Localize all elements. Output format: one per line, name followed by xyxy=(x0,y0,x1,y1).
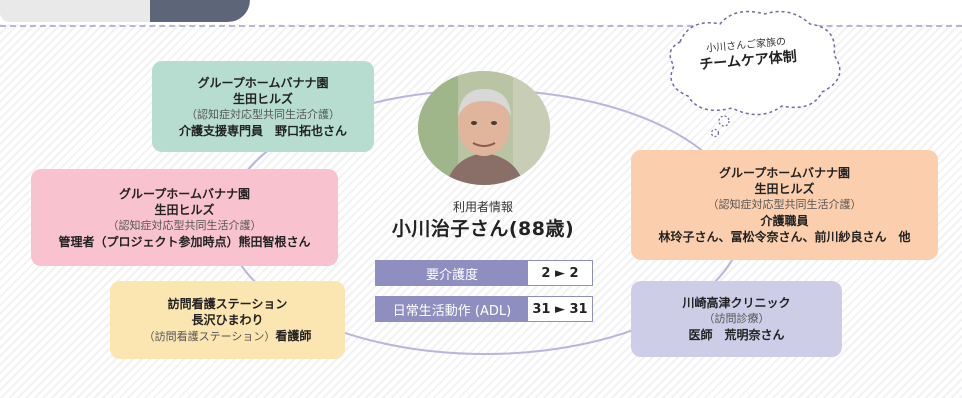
card-facility: グループホームバナナ園 xyxy=(119,186,250,201)
card-role: 介護職員 xyxy=(760,214,809,228)
card-group-home-manager: グループホームバナナ園 生田ヒルズ （認知症対応型共同生活介護） 管理者（プロジ… xyxy=(31,169,338,266)
card-facility-branch: 生田ヒルズ xyxy=(232,91,293,106)
card-service-type: （認知症対応型共同生活介護） xyxy=(107,218,262,232)
card-facility-branch: 長沢ひまわり xyxy=(191,312,264,327)
care-level-stat: 要介護度 2 ► 2 xyxy=(375,260,593,286)
card-clinic: 川崎高津クリニック （訪問診療） 医師 荒明奈さん xyxy=(631,281,842,357)
card-staff: 管理者（プロジェクト参加時点）熊田智根さん xyxy=(58,234,311,249)
stat-value: 31 ► 31 xyxy=(528,297,592,321)
card-facility-branch: 生田ヒルズ xyxy=(754,182,815,196)
card-facility: 川崎高津クリニック xyxy=(682,296,791,310)
user-info-label: 利用者情報 xyxy=(452,200,513,214)
card-service-type: （訪問看護ステーション） xyxy=(143,329,276,343)
card-facility: グループホームバナナ園 xyxy=(197,75,329,90)
card-staff: 医師 荒明奈さん xyxy=(688,328,785,342)
dashed-divider xyxy=(0,25,962,27)
adl-stat: 日常生活動作 (ADL) 31 ► 31 xyxy=(375,296,593,322)
top-photo-fragment xyxy=(0,0,250,22)
card-facility: 訪問看護ステーション xyxy=(167,296,288,311)
stat-label: 要介護度 xyxy=(376,261,528,285)
user-name: 小川治子さん(88歳) xyxy=(391,218,575,240)
stat-value: 2 ► 2 xyxy=(528,261,592,285)
thought-cloud-icon xyxy=(669,10,841,138)
card-staff: 林玲子さん、冨松令奈さん、前川紗良さん 他 xyxy=(658,230,911,244)
card-service-type: （認知症対応型共同生活介護） xyxy=(707,198,862,211)
card-service-line: （訪問看護ステーション）看護師 xyxy=(144,328,312,345)
card-facility: グループホームバナナ園 xyxy=(719,166,850,180)
card-facility-branch: 生田ヒルズ xyxy=(154,202,215,217)
card-staff: 介護支援専門員 野口拓也さん xyxy=(178,123,347,138)
card-group-home-care-staff: グループホームバナナ園 生田ヒルズ （認知症対応型共同生活介護） 介護職員 林玲… xyxy=(631,150,938,260)
card-staff: 看護師 xyxy=(275,328,312,343)
person-portrait-icon xyxy=(418,71,550,185)
stat-label: 日常生活動作 (ADL) xyxy=(376,297,528,321)
card-service-type: （認知症対応型共同生活介護） xyxy=(186,107,340,121)
card-service-type: （訪問診療） xyxy=(703,312,770,325)
card-group-home-care-manager: グループホームバナナ園 生田ヒルズ （認知症対応型共同生活介護） 介護支援専門員… xyxy=(152,61,374,152)
card-home-nursing: 訪問看護ステーション 長沢ひまわり （訪問看護ステーション）看護師 xyxy=(110,281,345,359)
user-photo xyxy=(418,71,550,185)
